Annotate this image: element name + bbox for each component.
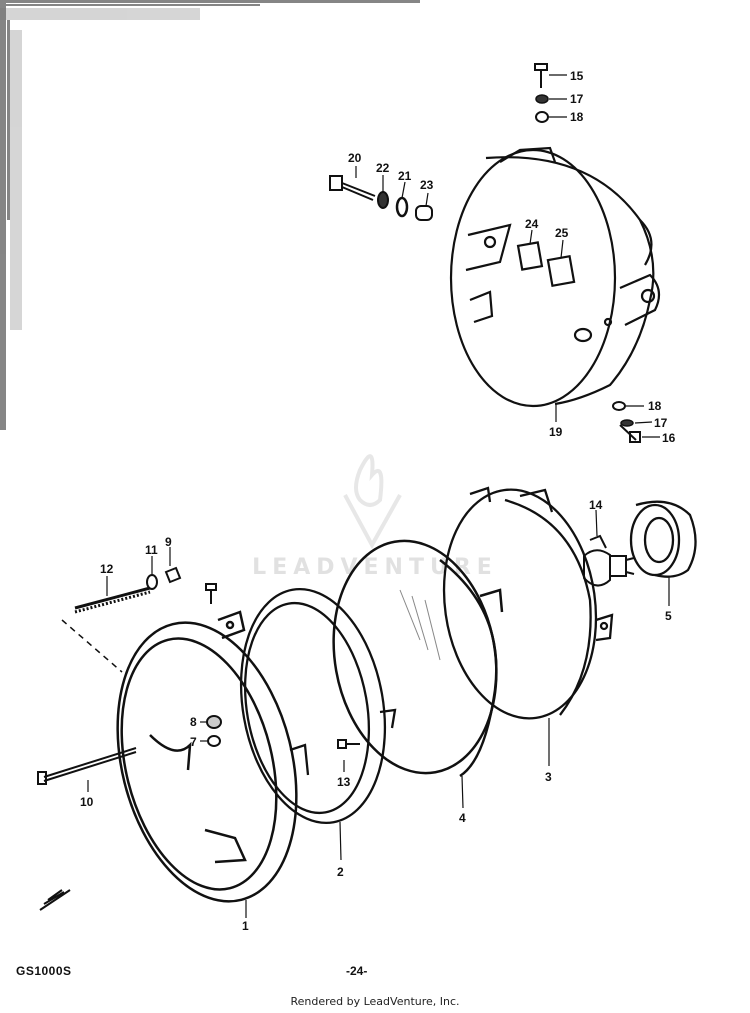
screw-13	[337, 739, 360, 749]
callout-22: 22	[376, 161, 390, 175]
nut-8	[206, 715, 222, 729]
callout-14: 14	[589, 498, 603, 512]
callout-3: 3	[545, 770, 552, 784]
watermark-text: LEADVENTURE	[252, 555, 498, 580]
washer-17-bottom	[620, 419, 634, 427]
callout-13: 13	[337, 775, 351, 789]
scan-noise	[0, 0, 420, 430]
callout-21: 21	[398, 169, 412, 183]
callout-16: 16	[662, 431, 676, 445]
callout-18-top: 18	[570, 110, 584, 124]
bolt-20	[329, 175, 376, 201]
washer-18-bottom	[612, 401, 626, 411]
watermark-logo	[343, 454, 402, 550]
screw-10	[37, 747, 137, 785]
callout-1: 1	[242, 919, 249, 933]
sealed-beam-unit	[332, 539, 504, 778]
page-number: -24-	[346, 964, 368, 978]
callout-9: 9	[165, 535, 172, 549]
nut-9	[164, 566, 182, 584]
callout-5: 5	[665, 609, 672, 623]
washer-18-top	[535, 111, 549, 123]
direction-mark	[39, 889, 71, 911]
callout-18-bottom: 18	[648, 399, 662, 413]
washer-21	[395, 196, 409, 218]
scan-noise-light	[0, 8, 200, 330]
nut-11	[146, 574, 158, 590]
headlight-case	[442, 486, 614, 720]
callout-15: 15	[570, 69, 584, 83]
callout-17-top: 17	[570, 92, 584, 106]
headlight-bulb	[583, 534, 635, 587]
nut-22	[377, 191, 389, 209]
washer-7	[207, 735, 221, 747]
washer-17-top	[535, 94, 549, 104]
callout-25: 25	[555, 226, 569, 240]
socket-cover	[629, 500, 697, 578]
leader-lines	[87, 74, 670, 918]
spacer-23	[415, 205, 433, 221]
headlight-housing	[449, 146, 661, 408]
headlight-rim	[116, 610, 298, 903]
callout-4: 4	[459, 811, 466, 825]
leader-dash	[61, 619, 123, 673]
callout-23: 23	[420, 178, 434, 192]
footer-credit: Rendered by LeadVenture, Inc.	[290, 995, 460, 1008]
callout-24: 24	[525, 217, 539, 231]
headlight-ring	[239, 588, 397, 824]
callout-12: 12	[100, 562, 114, 576]
screw-rim-top	[205, 583, 217, 604]
bolt-16	[619, 424, 641, 443]
callout-2: 2	[337, 865, 344, 879]
callout-20: 20	[348, 151, 362, 165]
callout-10: 10	[80, 795, 94, 809]
callout-19: 19	[549, 425, 563, 439]
spring-12	[74, 586, 151, 614]
callout-7: 7	[190, 735, 197, 749]
callout-17-bottom: 17	[654, 416, 668, 430]
callout-11: 11	[145, 543, 158, 557]
model-code: GS1000S	[16, 964, 72, 978]
bolt-15	[534, 63, 548, 88]
callout-8: 8	[190, 715, 197, 729]
